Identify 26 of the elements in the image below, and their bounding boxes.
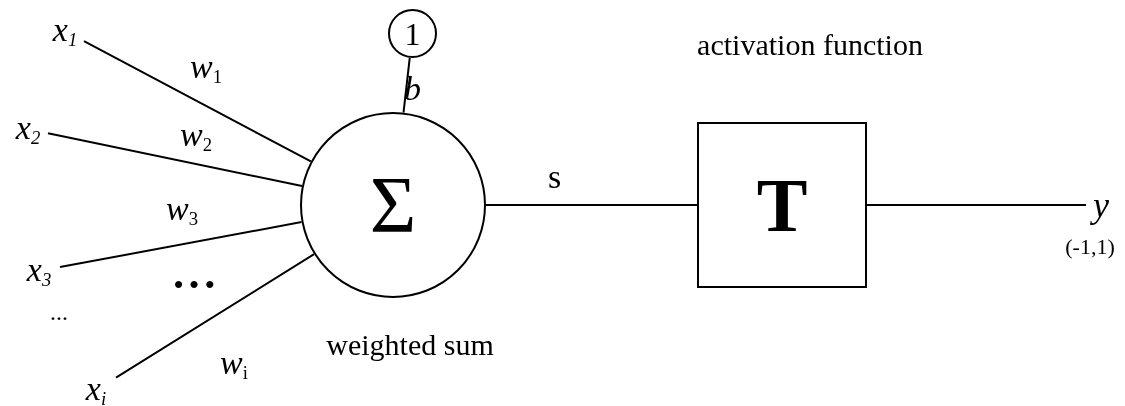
connector-line bbox=[59, 221, 303, 269]
connector-line bbox=[115, 253, 316, 379]
edge-label: w$_{3}$ bbox=[166, 192, 199, 229]
node-label: activation function bbox=[697, 30, 923, 60]
node-label: weighted sum bbox=[326, 330, 494, 360]
summation-circle: Σ bbox=[300, 112, 486, 298]
input-label: x$_{1}$ bbox=[46, 14, 84, 48]
edge-label: w$_{1}$ bbox=[190, 50, 223, 87]
edge-label: w$_{2}$ bbox=[180, 118, 213, 155]
connector-line bbox=[866, 204, 1087, 206]
edge-label: w$_{i}$ bbox=[220, 346, 248, 383]
edge-label: s bbox=[548, 160, 562, 194]
ellipsis-label: • • • bbox=[174, 272, 215, 298]
edge-label: b bbox=[404, 72, 421, 106]
activation-box: T bbox=[697, 122, 867, 288]
ellipsis-label: ... bbox=[50, 300, 68, 324]
input-label: x$_{3}$ bbox=[18, 254, 60, 288]
input-label: x$_{2}$ bbox=[8, 112, 48, 146]
range-label: (-1,1) bbox=[1065, 236, 1115, 258]
connector-line bbox=[83, 40, 312, 163]
connector-line bbox=[485, 204, 698, 206]
input-label: x$_{i}$ bbox=[76, 374, 116, 406]
connector-line bbox=[402, 56, 411, 114]
bias-circle: 1 bbox=[388, 9, 437, 58]
output-label: y bbox=[1086, 187, 1116, 223]
connector-line bbox=[47, 132, 303, 188]
